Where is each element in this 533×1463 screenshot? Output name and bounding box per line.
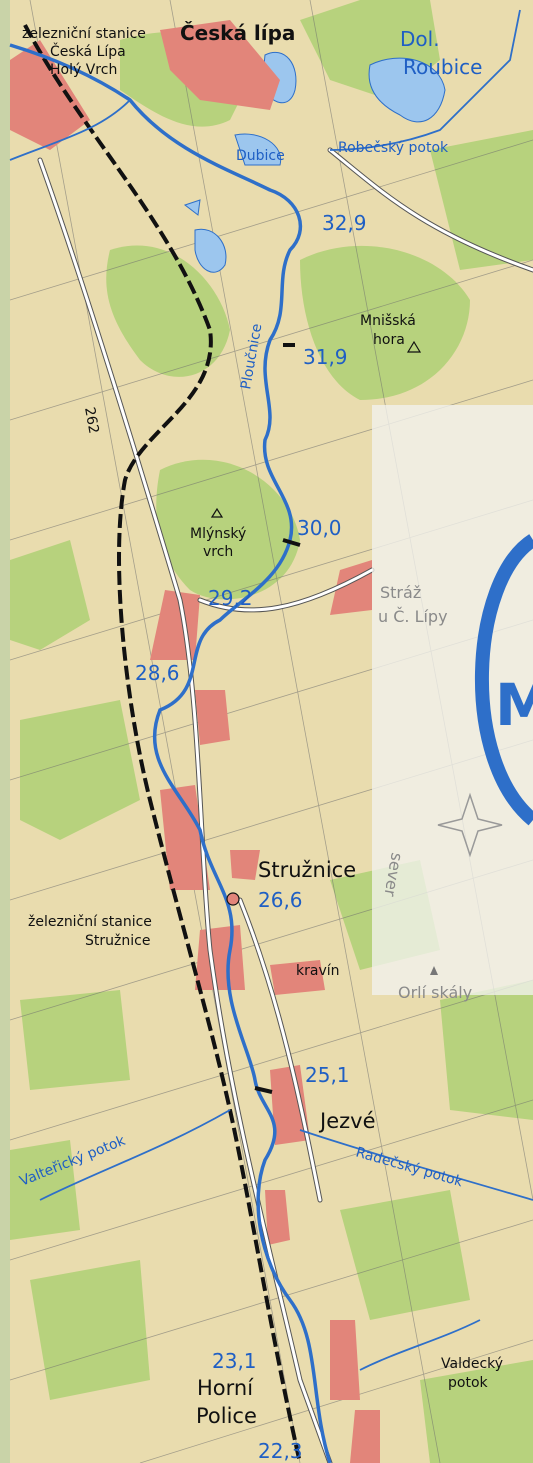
km-tick [282, 538, 301, 547]
label-station-struznice-1: železniční stanice [28, 914, 152, 930]
km-marker-23-1: 23,1 [212, 1349, 257, 1373]
label-mnisska-1: Mnišská [360, 313, 416, 329]
road [328, 148, 533, 272]
label-dol-roubice-1: Dol. [400, 27, 440, 51]
compass-rose-icon [437, 792, 503, 858]
km-marker-29-2: 29,2 [208, 586, 253, 610]
lake [194, 228, 227, 273]
lake [183, 199, 201, 216]
urban-area [160, 20, 280, 110]
urban-area [350, 1410, 380, 1463]
church-icon [226, 892, 240, 906]
km-marker-28-6: 28,6 [135, 661, 180, 685]
forest [106, 245, 230, 377]
label-kravin: kravín [296, 963, 340, 979]
km-marker-25-1: 25,1 [305, 1063, 350, 1087]
map-symbols [210, 340, 438, 975]
roads [38, 148, 533, 1463]
label-police: Police [196, 1404, 257, 1428]
lake [234, 133, 282, 166]
km-marker-31-9: 31,9 [303, 345, 348, 369]
road [198, 568, 374, 612]
urban-area [270, 960, 325, 995]
label-horni: Horní [197, 1376, 254, 1400]
km-ticks [254, 343, 301, 1094]
forest [20, 990, 130, 1090]
stream [39, 1109, 231, 1201]
tributaries [9, 9, 533, 1371]
label-dol-roubice-2: Roubice [403, 55, 482, 79]
overlay-panel [372, 405, 533, 995]
rock-icon [430, 966, 438, 975]
forest [420, 1360, 533, 1463]
label-orli-skaly: Orlí skály [398, 983, 472, 1002]
hill-triangle-icon [210, 507, 224, 518]
label-dubice: Dubice [236, 148, 285, 164]
urban-area [330, 1320, 360, 1400]
forest [156, 459, 300, 600]
label-road-262: 262 [81, 406, 101, 435]
km-marker-32-9: 32,9 [322, 211, 367, 235]
label-ceska-lipa: Česká lípa [180, 21, 295, 45]
urban-areas [10, 20, 380, 1463]
label-mlynsky-1: Mlýnský [190, 526, 246, 542]
forest [440, 980, 533, 1120]
urban-area [195, 690, 230, 745]
river-ploucnice [9, 43, 332, 1463]
compass-rose-icon [437, 792, 503, 858]
label-station-ceska-lipa-1: železniční stanice [22, 26, 146, 42]
forest [300, 245, 470, 400]
logo-ring [474, 534, 533, 826]
label-station-struznice-2: Stružnice [85, 933, 150, 949]
km-tick [254, 1086, 273, 1094]
urban-area [10, 40, 90, 150]
hill-triangle-icon [406, 340, 422, 353]
label-valdecky-2: potok [448, 1375, 489, 1391]
stream [329, 9, 521, 151]
label-struznice: Stružnice [258, 858, 356, 882]
forest-areas [10, 0, 533, 1463]
urban-area [265, 1190, 290, 1245]
label-jezve: Jezvé [318, 1109, 375, 1133]
label-valdecky-1: Valdecký [441, 1356, 503, 1372]
road [238, 898, 322, 1202]
road [38, 158, 332, 1463]
km-marker-30-0: 30,0 [297, 516, 342, 540]
lakes [183, 52, 446, 273]
forest [10, 1140, 80, 1240]
label-mnisska-2: hora [373, 332, 405, 348]
lake [368, 57, 446, 123]
label-mlynsky-2: vrch [203, 544, 233, 560]
forest [10, 540, 90, 650]
label-straz-1: Stráž [380, 583, 421, 602]
stream [9, 99, 131, 161]
stream [359, 1319, 481, 1371]
stream [299, 1129, 533, 1201]
label-station-ceska-lipa-3: Holý Vrch [50, 62, 117, 78]
label-robecsky-potok: Robečský potok [338, 140, 449, 156]
urban-area [270, 1065, 310, 1145]
label-station-ceska-lipa-2: Česká Lípa [50, 42, 126, 60]
forest [340, 1190, 470, 1320]
forest [30, 1260, 150, 1400]
km-marker-22-3: 22,3 [258, 1439, 303, 1463]
label-straz-2: u Č. Lípy [378, 607, 448, 626]
railway [23, 24, 302, 1463]
urban-area [230, 850, 260, 880]
forest [20, 700, 140, 840]
urban-area [195, 925, 245, 990]
km-marker-26-6: 26,6 [258, 888, 303, 912]
urban-area [160, 785, 210, 890]
logo-letter: M [495, 671, 533, 739]
